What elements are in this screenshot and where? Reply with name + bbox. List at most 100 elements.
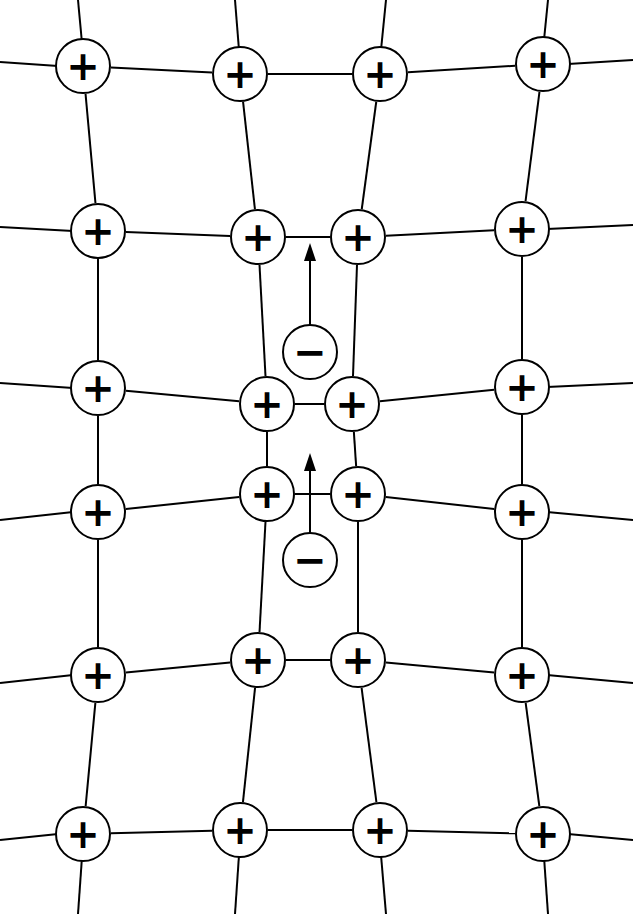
lattice-line bbox=[243, 102, 255, 209]
circle-outline bbox=[213, 803, 267, 857]
lattice-line bbox=[386, 497, 494, 509]
lattice-line bbox=[568, 60, 633, 64]
charge-sign: + bbox=[81, 368, 115, 408]
lattice-line bbox=[381, 855, 386, 914]
lattice-line bbox=[353, 265, 357, 376]
positive-ion: + bbox=[230, 209, 286, 265]
positive-ion: + bbox=[330, 466, 386, 522]
drift-arrow-shaft bbox=[309, 258, 311, 326]
arrowhead bbox=[304, 453, 316, 471]
positive-ion: + bbox=[55, 806, 111, 862]
positive-ion: + bbox=[352, 802, 408, 858]
charge-sign: + bbox=[241, 217, 275, 257]
lattice-line bbox=[97, 416, 99, 484]
lattice-line bbox=[78, 857, 82, 914]
lattice-line bbox=[521, 257, 523, 359]
lattice-line bbox=[126, 232, 230, 236]
lattice-line bbox=[357, 522, 359, 632]
charge-sign: + bbox=[505, 367, 539, 407]
lattice-line bbox=[86, 94, 96, 203]
circle-outline bbox=[495, 202, 549, 256]
positive-ion: + bbox=[330, 632, 386, 688]
circle-outline bbox=[213, 47, 267, 101]
lattice-line bbox=[126, 663, 230, 673]
charge-sign: + bbox=[250, 474, 284, 514]
electron: − bbox=[282, 532, 338, 588]
circle-outline bbox=[353, 47, 407, 101]
positive-ion: + bbox=[494, 484, 550, 540]
lattice-line bbox=[544, 0, 548, 40]
charge-sign: + bbox=[505, 209, 539, 249]
charge-sign: + bbox=[223, 810, 257, 850]
positive-ion: + bbox=[70, 203, 126, 259]
lattice-line bbox=[568, 834, 633, 840]
charge-sign: + bbox=[341, 217, 375, 257]
positive-ion: + bbox=[239, 376, 295, 432]
lattice-line bbox=[0, 512, 73, 520]
lattice-line bbox=[0, 675, 73, 683]
positive-ion: + bbox=[515, 806, 571, 862]
charge-sign: + bbox=[363, 810, 397, 850]
lattice-line bbox=[408, 66, 515, 73]
lattice-line bbox=[78, 0, 82, 43]
charge-sign: − bbox=[293, 332, 327, 372]
circle-outline bbox=[516, 807, 570, 861]
lattice-line bbox=[526, 92, 540, 201]
lattice-line bbox=[386, 230, 494, 235]
lattice-line bbox=[544, 857, 548, 914]
circle-outline bbox=[231, 633, 285, 687]
lattice-line bbox=[268, 73, 352, 75]
lattice-line bbox=[547, 383, 633, 387]
charge-sign: + bbox=[250, 384, 284, 424]
lattice-line bbox=[266, 432, 268, 466]
positive-ion: + bbox=[70, 484, 126, 540]
charge-sign: + bbox=[363, 54, 397, 94]
charge-sign: + bbox=[341, 640, 375, 680]
lattice-line bbox=[408, 831, 515, 834]
positive-ion: + bbox=[515, 36, 571, 92]
lattice-line bbox=[362, 102, 377, 210]
positive-ion: + bbox=[212, 802, 268, 858]
circle-outline bbox=[71, 648, 125, 702]
lattice-line bbox=[0, 383, 73, 388]
lattice-line bbox=[97, 540, 99, 647]
lattice-line bbox=[295, 403, 324, 405]
circle-outline bbox=[516, 37, 570, 91]
lattice-line bbox=[547, 225, 633, 229]
lattice-line bbox=[260, 265, 266, 376]
lattice-line bbox=[235, 0, 239, 50]
circle-outline bbox=[231, 210, 285, 264]
charge-sign: + bbox=[223, 54, 257, 94]
positive-ion: + bbox=[494, 647, 550, 703]
charge-sign: + bbox=[81, 211, 115, 251]
circle-outline bbox=[325, 377, 379, 431]
circle-outline bbox=[71, 361, 125, 415]
circle-outline bbox=[331, 467, 385, 521]
lattice-line bbox=[521, 415, 523, 484]
lattice-line bbox=[0, 227, 73, 231]
charge-sign: + bbox=[66, 814, 100, 854]
lattice-line bbox=[286, 236, 330, 238]
drift-arrow-shaft bbox=[309, 468, 311, 534]
charge-sign: + bbox=[335, 384, 369, 424]
lattice-line bbox=[126, 391, 239, 402]
charge-sign: + bbox=[81, 492, 115, 532]
lattice-line bbox=[547, 675, 633, 683]
circle-outline bbox=[495, 360, 549, 414]
lattice-line bbox=[286, 659, 330, 661]
lattice-line bbox=[521, 540, 523, 647]
lattice-line bbox=[126, 497, 239, 509]
lattice-line bbox=[0, 834, 58, 840]
charge-sign: + bbox=[341, 474, 375, 514]
circle-outline bbox=[331, 633, 385, 687]
positive-ion: + bbox=[212, 46, 268, 102]
circle-outline bbox=[56, 807, 110, 861]
circle-outline bbox=[331, 210, 385, 264]
circle-outline bbox=[240, 377, 294, 431]
circle-outline bbox=[71, 485, 125, 539]
lattice-line bbox=[362, 688, 377, 802]
lattice-line bbox=[243, 688, 255, 802]
